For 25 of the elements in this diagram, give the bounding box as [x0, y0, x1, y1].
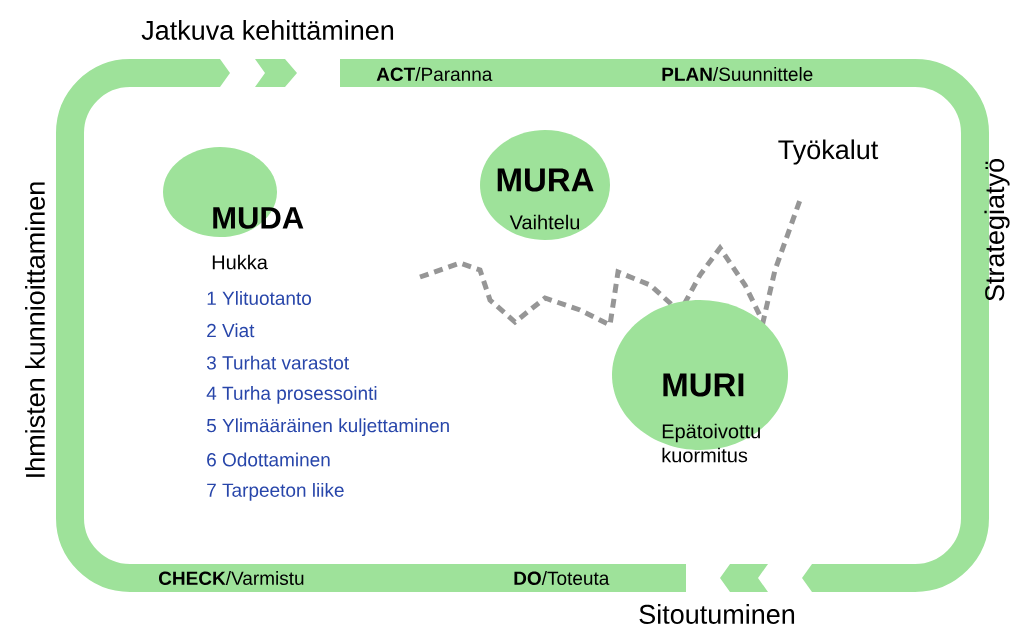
list-item: 7 Tarpeeton liike [207, 482, 344, 501]
blob-ellipse [163, 147, 304, 270]
band-label: DO/Toteuta [514, 571, 610, 585]
blob-ellipse [480, 130, 610, 240]
heading: MURI [663, 373, 744, 397]
subtitle: Hukka [212, 254, 268, 270]
band-label: CHECK/Varmistu [159, 571, 304, 585]
heading: Jatkuva kehittäminen [141, 20, 394, 40]
list-item: 5 Ylimääräinen kuljettaminen [206, 418, 449, 437]
heading: MUDA [213, 207, 304, 229]
list-item: 6 Odottaminen [207, 452, 330, 467]
heading: Työkalut [778, 139, 879, 165]
band-label: PLAN/Suunnittele [662, 67, 813, 81]
subtitle: Epätoivottu kuormitus [662, 423, 760, 463]
heading: MURA [497, 168, 594, 192]
band-label: ACT/Paranna [376, 67, 493, 81]
list-item: 1 Ylituotanto [207, 291, 311, 305]
subtitle: Vaihtelu [509, 214, 580, 230]
blob-ellipse [612, 300, 788, 463]
side-label: Ihmisten kunnioittaminen [25, 182, 45, 477]
list-item: 4 Turha prosessointi [206, 386, 377, 404]
side-label: Strategiatyö [984, 159, 1010, 301]
list-item: 3 Turhat varastot [206, 355, 349, 370]
heading: Sitoutuminen [639, 604, 795, 624]
list-item: 2 Viat [207, 323, 255, 338]
